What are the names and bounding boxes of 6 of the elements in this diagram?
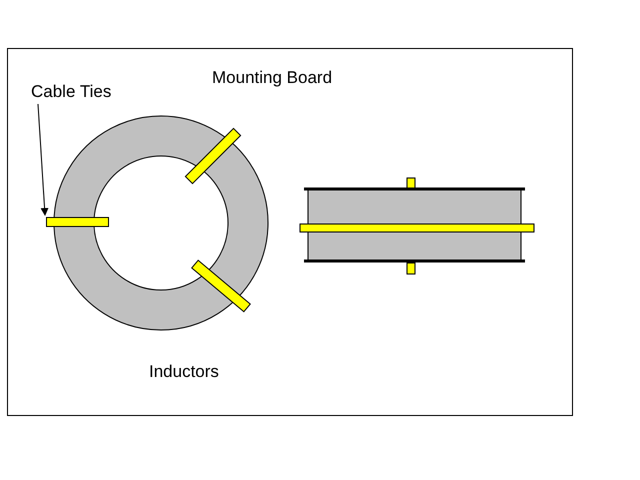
inductors-label: Inductors	[149, 361, 219, 383]
callout-text: Cable Ties	[31, 79, 141, 101]
mounting-board	[7, 48, 573, 416]
arrow	[38, 104, 49, 216]
cable-tie	[46, 217, 109, 227]
board-title: Mounting Board	[212, 67, 332, 89]
